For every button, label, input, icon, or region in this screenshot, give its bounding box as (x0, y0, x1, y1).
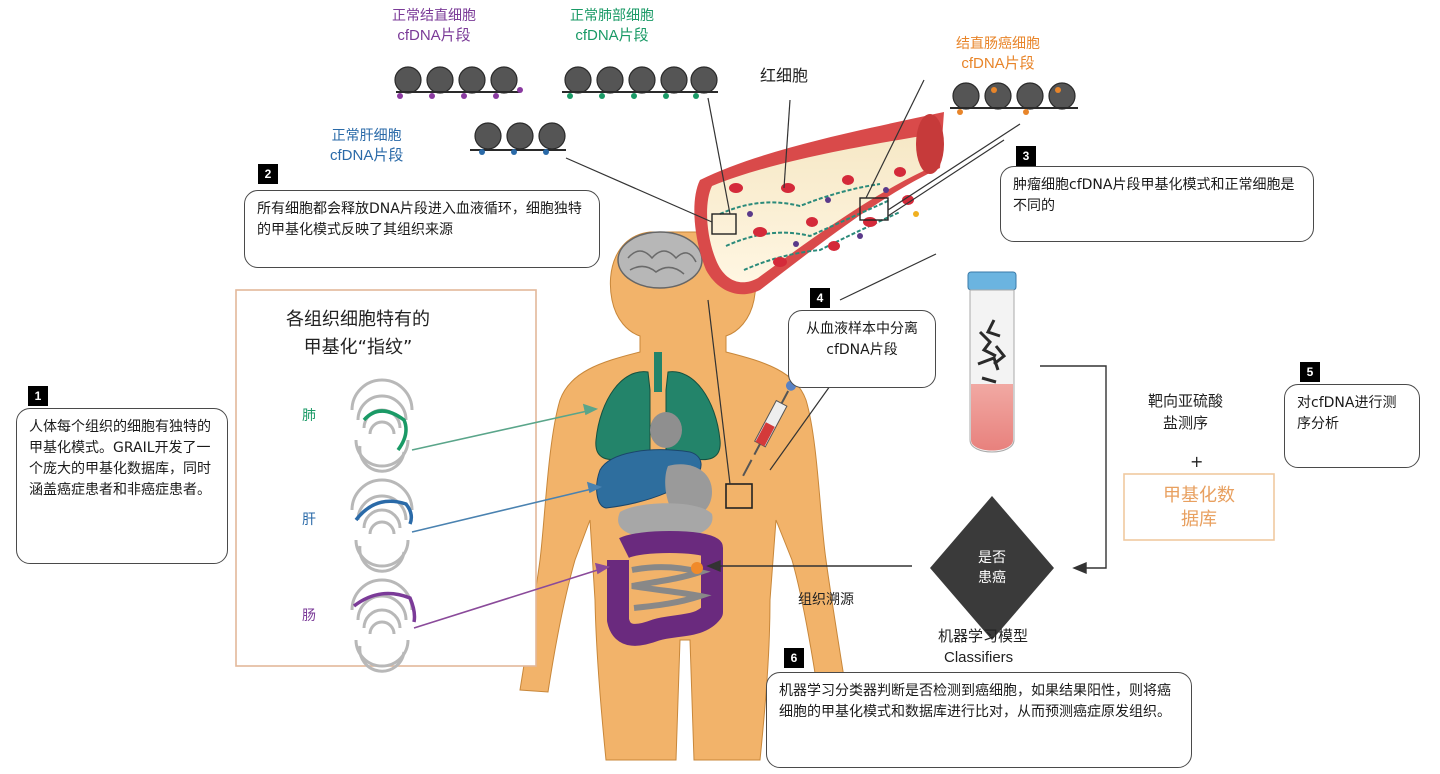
label-liver: 肝 (302, 512, 316, 528)
step-1-box: 人体每个组织的细胞有独特的甲基化模式。GRAIL开发了一个庞大的甲基化数据库，同… (16, 408, 228, 564)
blood-tube (967, 271, 1017, 453)
blood-draw-site (725, 483, 753, 509)
step-4-number: 4 (810, 288, 830, 308)
human-body-figure (519, 231, 847, 761)
step-3-box: 肿瘤细胞cfDNA片段甲基化模式和正常细胞是不同的 (1000, 166, 1314, 242)
label-decision: 是否 患癌 (978, 550, 1006, 586)
label-tissue-trace: 组织溯源 (798, 592, 854, 608)
cfdna-colon-normal (394, 66, 523, 99)
label-liver-normal: 正常肝细胞 cfDNA片段 (330, 126, 403, 166)
colon (607, 531, 723, 646)
label-plus: + (1190, 452, 1204, 471)
step-5-number: 5 (1300, 362, 1320, 382)
colon-normal-title: 正常结直细胞 (392, 8, 476, 24)
label-lung: 肺 (302, 408, 316, 424)
step-6-box: 机器学习分类器判断是否检测到癌细胞，如果结果阳性，则将癌细胞的甲基化模式和数据库… (766, 672, 1192, 768)
fingerprint-panel (235, 289, 537, 667)
label-database: 甲基化数 据库 (1163, 485, 1235, 530)
liver-normal-sub: cfDNA片段 (330, 147, 404, 164)
vessel-zoom-left (711, 213, 737, 235)
blood-vessel (694, 112, 944, 295)
label-intestine: 肠 (302, 608, 316, 624)
step-1-number: 1 (28, 386, 48, 406)
cfdna-lung-normal (562, 66, 718, 99)
fingerprint-intestine (350, 578, 417, 673)
step-4-box: 从血液样本中分离cfDNA片段 (788, 310, 936, 388)
cfdna-liver-normal (470, 122, 566, 155)
label-ml-model: 机器学习模型 (938, 627, 1029, 645)
fingerprint-liver (350, 478, 414, 573)
fingerprint-title: 各组织细胞特有的 甲基化“指纹” (286, 309, 430, 358)
label-rbc: 红细胞 (760, 66, 809, 85)
step-2-box: 所有细胞都会释放DNA片段进入血液循环，细胞独特的甲基化模式反映了其组织来源 (244, 190, 600, 268)
step-5-box: 对cfDNA进行测序分析 (1284, 384, 1420, 468)
cfdna-crc (950, 82, 1078, 115)
fingerprint-lung (350, 378, 414, 473)
step-6-number: 6 (784, 648, 804, 668)
label-crc: 结直肠癌细胞 cfDNA片段 (956, 34, 1040, 74)
vessel-zoom-right (859, 197, 889, 221)
crc-sub: cfDNA片段 (961, 55, 1035, 72)
syringe-icon (742, 380, 796, 477)
tumor-marker (691, 562, 703, 574)
brain (617, 231, 703, 289)
label-colon-normal: 正常结直细胞 cfDNA片段 (392, 6, 476, 46)
lung-normal-sub: cfDNA片段 (575, 27, 649, 44)
label-classifiers: Classifiers (944, 649, 1014, 666)
liver-normal-title: 正常肝细胞 (331, 128, 402, 144)
database-box (1123, 473, 1275, 541)
label-lung-normal: 正常肺部细胞 cfDNA片段 (570, 6, 654, 46)
decision-diamond (930, 496, 1054, 640)
step-3-number: 3 (1016, 146, 1036, 166)
crc-title: 结直肠癌细胞 (956, 36, 1040, 52)
label-bisulfite: 靶向亚硫酸 盐测序 (1148, 392, 1224, 432)
colon-normal-sub: cfDNA片段 (397, 27, 471, 44)
step-2-number: 2 (258, 164, 278, 184)
lung-normal-title: 正常肺部细胞 (570, 8, 654, 24)
